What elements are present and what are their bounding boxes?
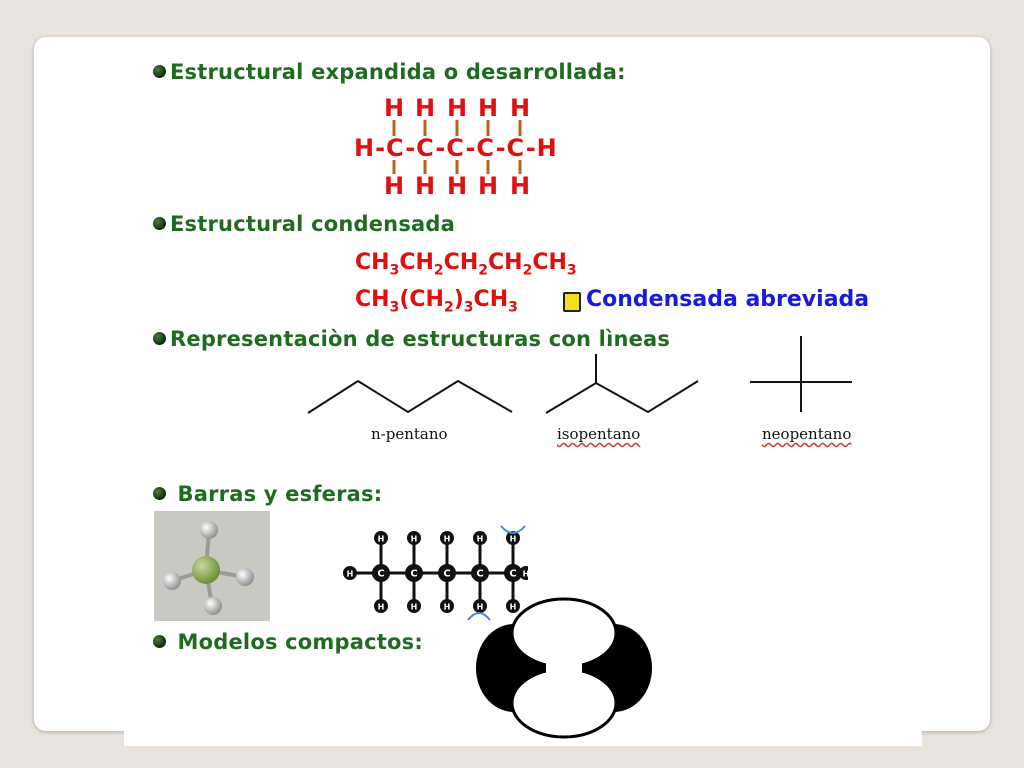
- skeletal-structures: [307, 336, 852, 414]
- heading-compact: Modelos compactos:: [153, 630, 423, 654]
- h-bottom-1: H: [384, 172, 404, 200]
- h-bottom-4: H: [478, 172, 498, 200]
- label-neopentane: neopentano: [762, 425, 852, 443]
- atom-label: H: [444, 603, 451, 612]
- bullet-icon: [153, 486, 166, 500]
- hydrogen-atom: [506, 531, 520, 545]
- h-bottom-3: H: [447, 172, 467, 200]
- label-isopentane: isopentano: [557, 425, 641, 443]
- hydrogen-atom: [506, 599, 520, 613]
- bullet-icon: [153, 216, 166, 230]
- n-pentane-skeleton: [307, 379, 513, 414]
- atom-label: C: [443, 569, 450, 580]
- h-top-3: H: [447, 94, 467, 122]
- methane-ballstick-image: [154, 511, 270, 621]
- h-top-1: H: [384, 94, 404, 122]
- atom-label: C: [476, 569, 483, 580]
- bullet-icon: [153, 331, 166, 345]
- arrow-icon: [563, 292, 581, 312]
- carbon-atom: [471, 564, 489, 582]
- h-top-4: H: [478, 94, 498, 122]
- hydrogen-atom: [343, 566, 357, 580]
- atom-label: C: [410, 569, 417, 580]
- h-top-2: H: [415, 94, 435, 122]
- bullet-icon: [153, 634, 166, 648]
- carbon-chain: H-C-C-C-C-C-H: [354, 134, 558, 162]
- hydrogen-atom: [473, 599, 487, 613]
- hydrogen-atom: [374, 531, 388, 545]
- expanded-formula: H H H H H H-C-C-C-C-C-H H H H H H: [354, 94, 558, 200]
- atom-label: C: [377, 569, 384, 580]
- hydrogen-atom: [407, 531, 421, 545]
- atom-label: H: [411, 535, 418, 544]
- hydrogen-atom: [473, 531, 487, 545]
- space-filling-model: [476, 597, 652, 739]
- abbrev-label: Condensada abreviada: [586, 287, 870, 312]
- atom-label: H: [523, 570, 528, 579]
- condensed-formula-short: CH3(CH2)3CH3: [355, 287, 518, 316]
- heading-condensed-text: Estructural condensada: [170, 212, 455, 236]
- carbon-atom: [504, 564, 522, 582]
- neopentane-skeleton: [750, 336, 852, 412]
- atom-label: H: [347, 570, 354, 579]
- heading-ballstick: Barras y esferas:: [153, 482, 382, 506]
- rotation-arc: [500, 525, 526, 534]
- bullet-icon: [153, 64, 166, 78]
- hydrogen-atom: [407, 599, 421, 613]
- atom-label: H: [510, 603, 517, 612]
- heading-expanded: Estructural expandida o desarrollada:: [153, 60, 626, 84]
- condensed-formula: CH3CH2CH2CH2CH3: [355, 250, 577, 279]
- atom-label: H: [510, 535, 517, 544]
- atom-label: C: [509, 569, 516, 580]
- atom-label: H: [477, 603, 484, 612]
- heading-expanded-text: Estructural expandida o desarrollada:: [170, 60, 626, 84]
- hydrogen-atom: [374, 599, 388, 613]
- carbon-atom: [372, 564, 390, 582]
- carbon-atom: [438, 564, 456, 582]
- carbon-atom: [405, 564, 423, 582]
- hydrogen-atom: [440, 599, 454, 613]
- atom-label: H: [378, 535, 385, 544]
- rotation-arc: [467, 612, 491, 621]
- atom-label: H: [378, 603, 385, 612]
- heading-compact-text: Modelos compactos:: [177, 630, 423, 654]
- isopentane-skeleton: [545, 380, 699, 414]
- h-bottom-5: H: [510, 172, 530, 200]
- heading-ballstick-text: Barras y esferas:: [177, 482, 383, 506]
- hydrogen-atom: [440, 531, 454, 545]
- label-n-pentane: n-pentano: [371, 425, 448, 443]
- heading-lines: Representaciòn de estructuras con lìneas: [153, 327, 670, 351]
- atom-label: H: [444, 535, 451, 544]
- atom-label: H: [477, 535, 484, 544]
- heading-lines-text: Representaciòn de estructuras con lìneas: [170, 327, 671, 351]
- atom-label: H: [411, 603, 418, 612]
- h-bottom-2: H: [415, 172, 435, 200]
- h-top-5: H: [510, 94, 530, 122]
- heading-condensed: Estructural condensada: [153, 212, 455, 236]
